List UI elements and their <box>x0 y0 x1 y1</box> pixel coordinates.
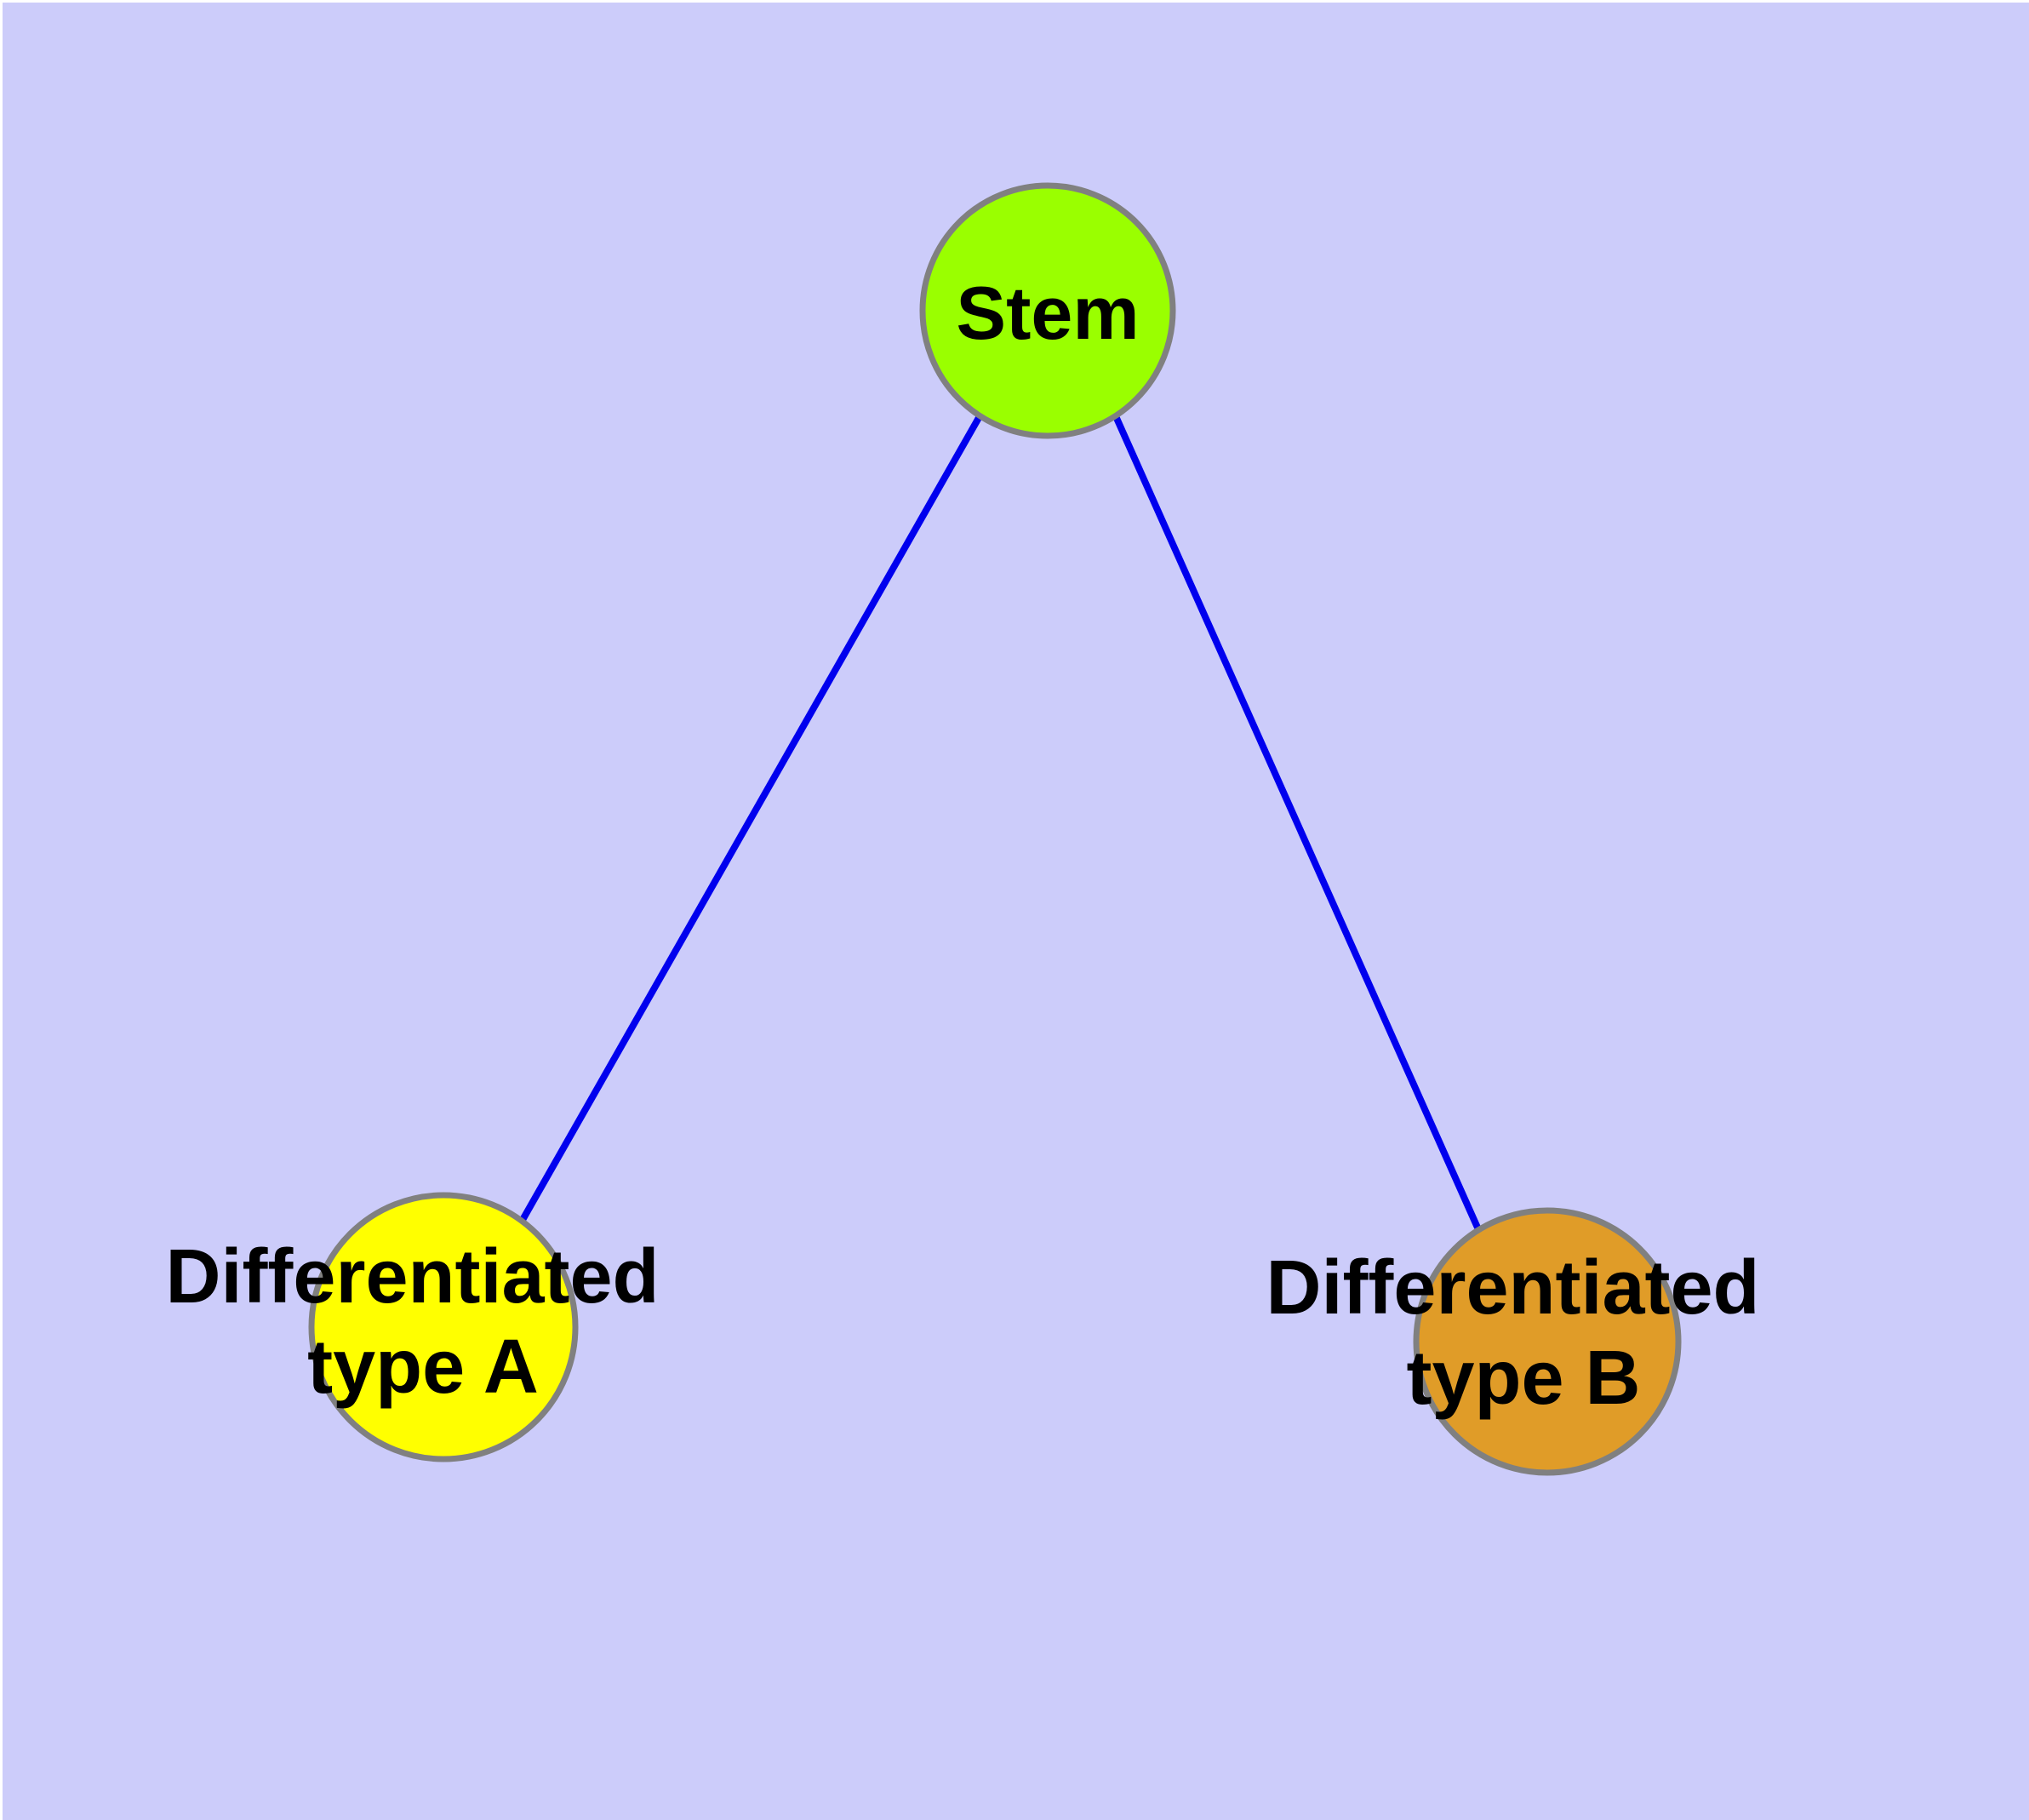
node-differentiated-type-a[interactable]: Differentiated type A <box>165 1192 680 1462</box>
node-stem-circle[interactable] <box>919 182 1176 439</box>
node-stem[interactable]: Stem <box>919 182 1176 439</box>
node-stem-label: Stem <box>956 271 1139 355</box>
node-type-a-label-line2: type A <box>307 1325 539 1410</box>
node-differentiated-type-b[interactable]: Differentiated type B <box>1266 1207 1780 1476</box>
node-type-a-circle[interactable] <box>308 1192 579 1462</box>
node-type-b-label-line1: Differentiated <box>1266 1245 1759 1331</box>
edge-stem-to-type-a[interactable] <box>519 415 983 1222</box>
node-layer: Stem Differentiated type A Differentiate… <box>165 182 1780 1476</box>
node-stem-label-line1: Stem <box>956 271 1139 355</box>
edge-layer <box>519 415 1481 1229</box>
node-type-a-label: Differentiated type A <box>165 1234 680 1410</box>
node-type-b-label: Differentiated type B <box>1266 1245 1780 1421</box>
node-type-b-label-line2: type B <box>1406 1336 1640 1421</box>
node-type-b-circle[interactable] <box>1413 1207 1682 1476</box>
edge-stem-to-type-b[interactable] <box>1112 415 1481 1229</box>
node-type-a-label-line1: Differentiated <box>165 1234 659 1319</box>
